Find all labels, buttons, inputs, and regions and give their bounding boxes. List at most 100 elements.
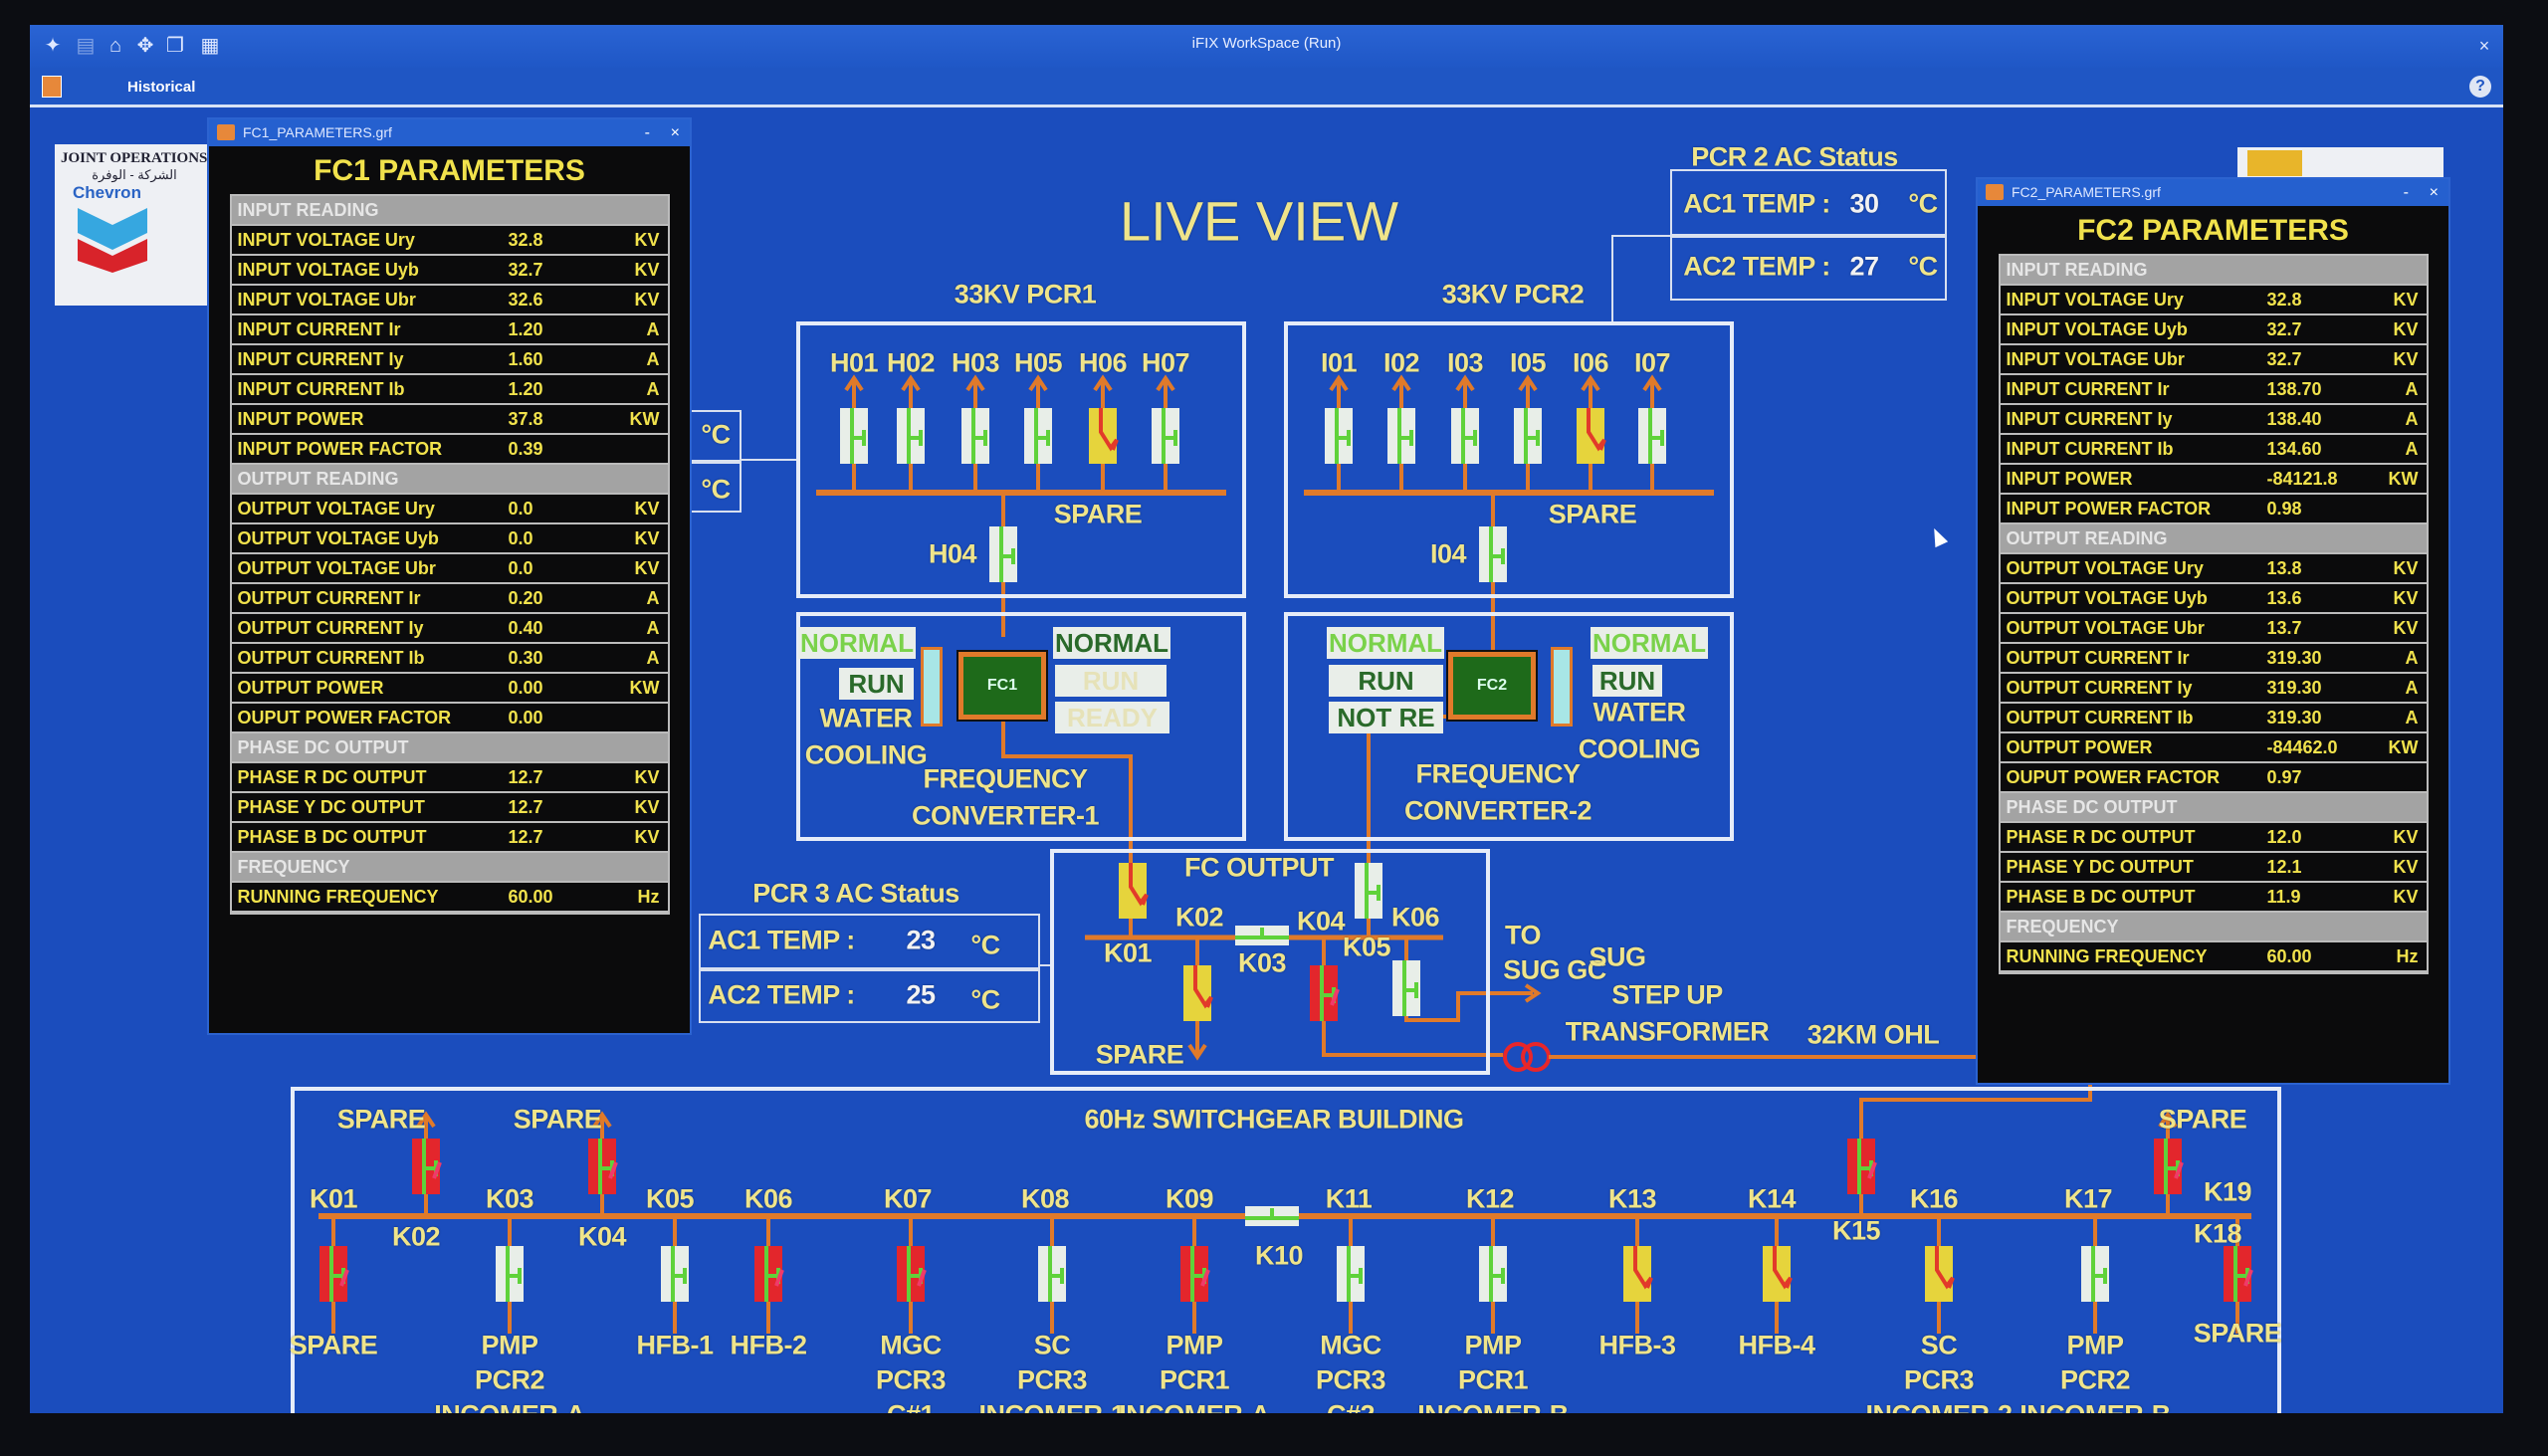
breaker-i07[interactable] xyxy=(1638,408,1666,464)
trip-icon xyxy=(774,1269,784,1287)
breaker-k13[interactable] xyxy=(1623,1246,1653,1302)
parameter-label: OUTPUT CURRENT Iy xyxy=(237,617,424,638)
breaker-k01[interactable] xyxy=(1119,863,1149,919)
breaker-label: H06 xyxy=(1078,347,1128,378)
breaker-k17[interactable] xyxy=(2081,1246,2109,1302)
breaker-k06[interactable] xyxy=(754,1246,784,1302)
run-icon[interactable]: ✦ xyxy=(44,35,62,57)
fc1-parameters-window[interactable]: FC1_PARAMETERS.grf-× FC1 PARAMETERS INPU… xyxy=(207,117,692,1035)
parameter-value: 13.8 xyxy=(2266,557,2302,578)
breaker-i01[interactable] xyxy=(1325,408,1353,464)
pcr1-title: 33KV PCR1 xyxy=(954,279,1097,310)
converter-name-line1: FREQUENCY xyxy=(1415,758,1581,789)
fc2-window-titlebar[interactable]: FC2_PARAMETERS.grf-× xyxy=(1978,179,2448,206)
arrow-icon xyxy=(1524,983,1542,1003)
parameter-label: OUTPUT VOLTAGE Uyb xyxy=(2006,587,2208,608)
cooling-unit-icon xyxy=(1551,647,1573,727)
parameter-value: 13.6 xyxy=(2266,587,2302,608)
fc1-heading: FC1 PARAMETERS xyxy=(314,154,585,187)
breaker-h04[interactable] xyxy=(989,526,1017,582)
breaker-k01[interactable] xyxy=(319,1246,349,1302)
parameter-label: PHASE B DC OUTPUT xyxy=(2006,886,2196,907)
temp-unit: °C xyxy=(701,474,731,505)
breaker-k12[interactable] xyxy=(1479,1246,1507,1302)
breaker-k10[interactable] xyxy=(1245,1206,1299,1226)
breaker-k04[interactable] xyxy=(588,1139,618,1194)
home-icon[interactable]: ⌂ xyxy=(108,35,122,57)
breaker-k02[interactable] xyxy=(412,1139,442,1194)
breaker-i06[interactable] xyxy=(1577,408,1606,464)
minimize-button[interactable]: - xyxy=(2403,184,2409,201)
parameter-unit: KW xyxy=(2388,468,2419,489)
grf-file-icon xyxy=(217,124,235,140)
single-line-diagram xyxy=(318,235,2253,1334)
breaker-k19[interactable] xyxy=(2154,1139,2184,1194)
breaker-k03[interactable] xyxy=(1235,926,1289,945)
ac1-label: AC1 TEMP : xyxy=(1683,188,1830,219)
breaker-k04[interactable] xyxy=(1310,965,1340,1021)
close-button[interactable]: × xyxy=(2429,184,2439,201)
picture-menu-icon[interactable] xyxy=(42,76,62,98)
parameter-label: OUTPUT CURRENT Ib xyxy=(237,647,425,668)
grid-icon[interactable]: ▦ xyxy=(200,35,220,57)
breaker-h05[interactable] xyxy=(1024,408,1052,464)
ac2-label: AC2 TEMP : xyxy=(1683,251,1830,282)
historical-tab[interactable]: Historical xyxy=(127,79,196,96)
parameter-value: 12.7 xyxy=(508,826,543,847)
close-icon[interactable]: × xyxy=(2478,36,2490,56)
temp-unit: °C xyxy=(1908,188,1938,219)
trip-icon xyxy=(2174,1161,2184,1179)
breaker-h02[interactable] xyxy=(897,408,925,464)
navigate-icon[interactable]: ✥ xyxy=(136,35,154,57)
feeder-name: C#1 xyxy=(887,1400,936,1414)
fc1-converter-block[interactable]: FC1 xyxy=(956,650,1048,722)
fc2-heading: FC2 PARAMETERS xyxy=(2077,214,2349,247)
parameter-value: 11.9 xyxy=(2266,886,2301,907)
breaker-i04[interactable] xyxy=(1479,526,1507,582)
breaker-k08[interactable] xyxy=(1038,1246,1066,1302)
breaker-k16[interactable] xyxy=(1925,1246,1955,1302)
windows-icon[interactable]: ❐ xyxy=(166,35,184,57)
close-button[interactable]: × xyxy=(670,124,680,141)
breaker-k11[interactable] xyxy=(1337,1246,1365,1302)
breaker-k06[interactable] xyxy=(1355,863,1382,919)
breaker-k18[interactable] xyxy=(2224,1246,2253,1302)
breaker-i02[interactable] xyxy=(1387,408,1415,464)
breaker-k05[interactable] xyxy=(661,1246,689,1302)
fc2-converter-block[interactable]: FC2 xyxy=(1446,650,1538,722)
breaker-k07[interactable] xyxy=(897,1246,927,1302)
parameter-label: OUPUT POWER FACTOR xyxy=(237,707,452,728)
breaker-k09[interactable] xyxy=(1180,1246,1210,1302)
feeder-name: PCR1 xyxy=(1159,1364,1230,1395)
breaker-i03[interactable] xyxy=(1451,408,1479,464)
breaker-i05[interactable] xyxy=(1514,408,1542,464)
fc2-parameters-window[interactable]: FC2_PARAMETERS.grf-× FC2 PARAMETERS INPU… xyxy=(1976,177,2450,1085)
help-icon[interactable]: ? xyxy=(2469,76,2491,98)
breaker-h03[interactable] xyxy=(961,408,989,464)
breaker-k02[interactable] xyxy=(1183,965,1213,1021)
feeder-name: INCOMER-B xyxy=(1417,1400,1569,1414)
breaker-h06[interactable] xyxy=(1089,408,1119,464)
breaker-k03[interactable] xyxy=(496,1246,524,1302)
breaker-k14[interactable] xyxy=(1763,1246,1793,1302)
workspace-icon[interactable]: ▤ xyxy=(76,35,96,57)
arrow-icon xyxy=(592,1111,612,1129)
breaker-h07[interactable] xyxy=(1152,408,1179,464)
parameter-value: 0.0 xyxy=(508,498,533,519)
breaker-k15[interactable] xyxy=(1847,1139,1877,1194)
parameter-value: 0.40 xyxy=(508,617,543,638)
transformer-label-3: TRANSFORMER xyxy=(1565,1016,1770,1047)
arrow-icon xyxy=(2158,1111,2178,1129)
run-status: RUN xyxy=(1592,665,1662,697)
breaker-h01[interactable] xyxy=(840,408,868,464)
feeder-name: SPARE xyxy=(2158,1104,2247,1135)
fc1-window-titlebar[interactable]: FC1_PARAMETERS.grf-× xyxy=(209,119,690,146)
minimize-button[interactable]: - xyxy=(644,124,650,141)
breaker-label: H04 xyxy=(928,538,977,569)
breaker-k05[interactable] xyxy=(1392,960,1420,1016)
parameter-unit: A xyxy=(2405,677,2419,698)
fc1-box xyxy=(796,612,1246,841)
